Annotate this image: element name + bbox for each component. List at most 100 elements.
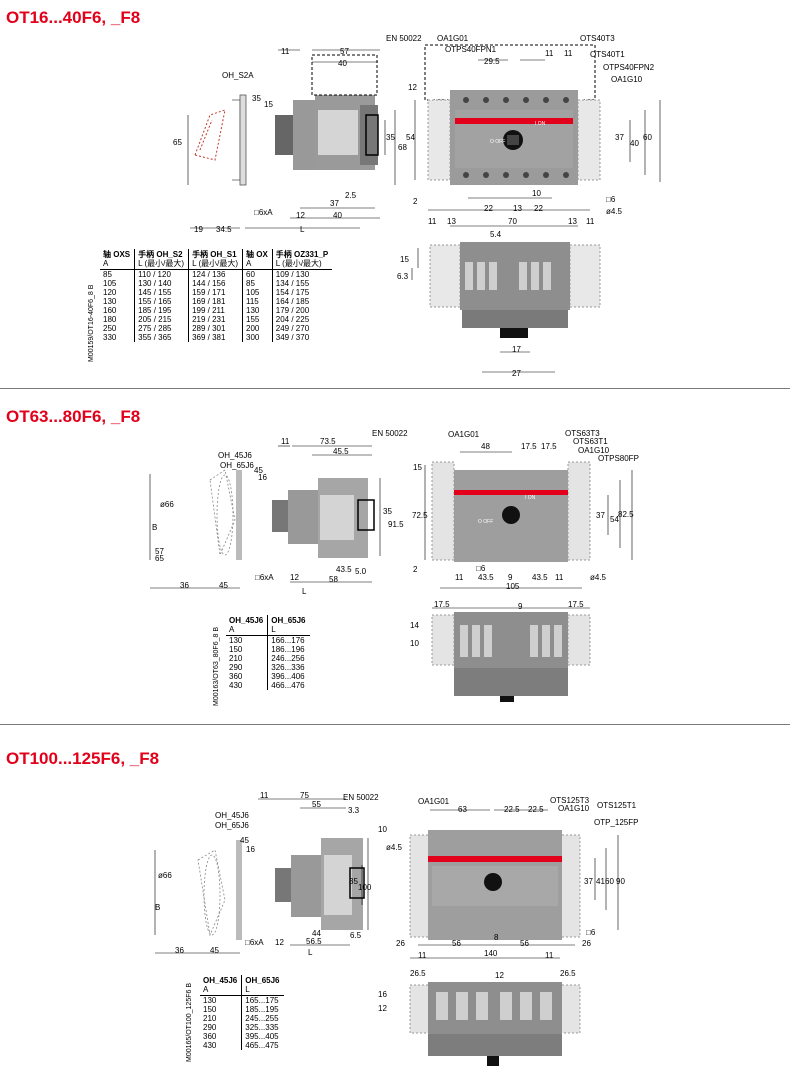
svg-text:44: 44 [312, 929, 321, 938]
svg-text:45: 45 [210, 946, 219, 955]
table-cell: 330 [103, 333, 117, 342]
svg-text:OA1G10: OA1G10 [578, 446, 610, 455]
svg-text:□6: □6 [476, 564, 486, 573]
table-cell: 430 [203, 1041, 217, 1050]
table-cell: 275 / 285 [134, 324, 189, 333]
table-cell: 155 / 165 [134, 297, 189, 306]
svg-text:OA1G10: OA1G10 [558, 804, 590, 813]
svg-text:12: 12 [408, 83, 417, 92]
oa1g10-label: OA1G10 [611, 75, 643, 84]
svg-text:O OFF: O OFF [490, 139, 505, 145]
svg-text:OH_65J6: OH_65J6 [215, 821, 249, 830]
svg-text:17.5: 17.5 [434, 600, 450, 609]
svg-text:12: 12 [290, 573, 299, 582]
section-1-drawing: O OFF I ON OH_S2A EN 50022 OA1G01 OT [173, 34, 661, 378]
table-cell: 290 [203, 1023, 217, 1032]
svg-text:ø4.5: ø4.5 [590, 573, 607, 582]
svg-text:11: 11 [455, 573, 464, 582]
svg-text:35: 35 [349, 877, 358, 886]
svg-text:73.5: 73.5 [320, 437, 336, 446]
svg-text:11: 11 [428, 217, 437, 226]
table-cell: 169 / 181 [188, 297, 243, 306]
table-cell: 185 / 195 [134, 306, 189, 315]
table-cell: 360 [229, 672, 243, 681]
svg-text:57: 57 [340, 47, 349, 56]
l-label: L [300, 225, 305, 234]
table-cell: 465...475 [241, 1041, 284, 1050]
table-cell: 130 / 140 [134, 279, 189, 288]
svg-text:55: 55 [312, 800, 321, 809]
ots40t1-label: OTS40T1 [590, 50, 625, 59]
otps40fpn1-label: OTPS40FPN1 [445, 45, 497, 54]
otps40fpn2-label: OTPS40FPN2 [603, 63, 655, 72]
svg-text:58: 58 [329, 575, 338, 584]
svg-text:17: 17 [512, 345, 521, 354]
svg-text:13: 13 [513, 204, 522, 213]
svg-text:37: 37 [615, 133, 624, 142]
svg-text:40: 40 [333, 211, 342, 220]
svg-text:11: 11 [555, 573, 564, 582]
table-cell: 290 [229, 663, 243, 672]
table-cell: 250 [103, 324, 117, 333]
switch-bottom-view [429, 242, 601, 338]
svg-text:43.5: 43.5 [336, 565, 352, 574]
svg-text:10: 10 [410, 639, 419, 648]
section-2-code: M00163/OT63_80F6_8 B [213, 627, 220, 706]
table-cell: 85 [242, 279, 273, 288]
table-cell: 130 [242, 306, 273, 315]
svg-text:ø66: ø66 [160, 500, 174, 509]
table-row: 430 465...475 [200, 1041, 284, 1050]
svg-text:□6xA: □6xA [245, 938, 264, 947]
svg-text:45: 45 [219, 581, 228, 590]
table-cell: 204 / 225 [271, 315, 333, 324]
table-cell: 395...405 [241, 1032, 284, 1041]
svg-text:22: 22 [534, 204, 543, 213]
svg-text:43.5: 43.5 [532, 573, 548, 582]
svg-text:35: 35 [386, 133, 395, 142]
svg-text:12: 12 [378, 1004, 387, 1013]
svg-text:37: 37 [596, 511, 605, 520]
svg-text:2.5: 2.5 [345, 191, 357, 200]
svg-text:26.5: 26.5 [560, 969, 576, 978]
table-cell: 466...476 [267, 681, 310, 690]
svg-text:OTPS80FP: OTPS80FP [598, 454, 639, 463]
phi45-label: ø4.5 [606, 207, 623, 216]
svg-text:36: 36 [180, 581, 189, 590]
svg-text:56: 56 [520, 939, 529, 948]
svg-text:17.5: 17.5 [568, 600, 584, 609]
table-cell: 130 [203, 996, 217, 1005]
table-cell: 165...175 [241, 995, 284, 1005]
svg-text:35: 35 [383, 507, 392, 516]
svg-text:54: 54 [406, 133, 415, 142]
sq6-label: □6 [606, 195, 616, 204]
svg-text:14: 14 [410, 621, 419, 630]
svg-text:11: 11 [564, 49, 573, 58]
svg-text:5.0: 5.0 [355, 567, 367, 576]
svg-text:16: 16 [246, 845, 255, 854]
svg-text:OA1G01: OA1G01 [418, 797, 450, 806]
svg-text:L: L [308, 948, 313, 957]
svg-text:26: 26 [582, 939, 591, 948]
svg-text:5.4: 5.4 [490, 230, 502, 239]
svg-text:B: B [155, 903, 160, 912]
svg-text:40: 40 [338, 59, 347, 68]
svg-text:75: 75 [300, 791, 309, 800]
svg-text:3.3: 3.3 [348, 806, 360, 815]
svg-text:105: 105 [506, 582, 520, 591]
svg-text:140: 140 [484, 949, 498, 958]
switch-side-body [275, 54, 379, 170]
svg-text:68: 68 [398, 143, 407, 152]
